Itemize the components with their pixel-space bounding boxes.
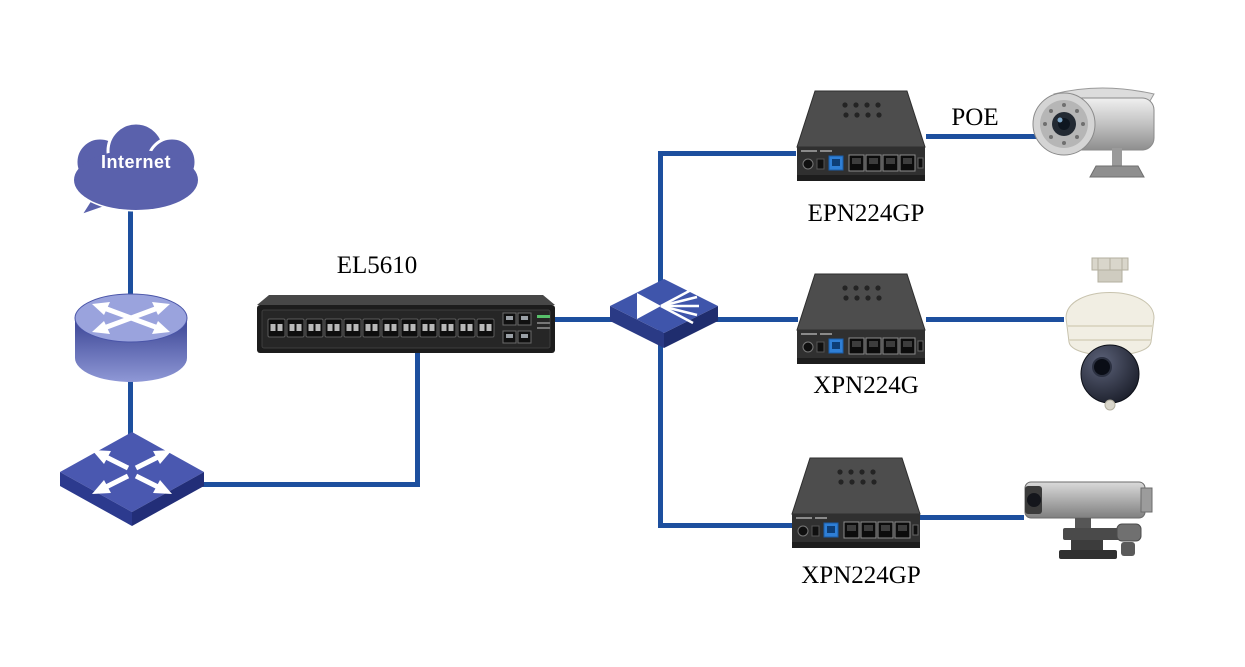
olt-node bbox=[255, 293, 557, 359]
lan-switch-node bbox=[58, 430, 206, 532]
connector-switch-olt-horizontal bbox=[193, 482, 420, 487]
connector-splitter-onu-middle bbox=[716, 317, 798, 322]
connector-onu-top-camera-poe bbox=[926, 134, 1036, 139]
connector-onu-middle-camera bbox=[926, 317, 1064, 322]
connector-router-switch bbox=[128, 378, 133, 436]
onu-middle-node bbox=[789, 266, 933, 378]
optical-splitter-node bbox=[607, 276, 721, 360]
poe-onu-box-icon bbox=[784, 450, 928, 562]
rack-olt-switch-icon bbox=[257, 295, 555, 353]
camera-bottom-node bbox=[1013, 472, 1165, 570]
onu-top-node bbox=[789, 83, 933, 195]
speed-dome-camera-icon bbox=[1065, 257, 1155, 411]
connector-splitter-onu-top bbox=[658, 151, 796, 156]
onu-top-label: EPN224GP bbox=[807, 200, 925, 227]
internet-label: Internet bbox=[100, 152, 171, 172]
onu-middle-label: XPN224G bbox=[813, 372, 919, 399]
camera-top-node bbox=[1026, 80, 1164, 198]
router-cylinder-icon bbox=[74, 293, 188, 382]
poe-onu-box-icon bbox=[789, 83, 933, 195]
poe-onu-box-icon bbox=[789, 266, 933, 378]
bullet-ir-camera-icon bbox=[1032, 87, 1155, 178]
poe-link-label: POE bbox=[951, 104, 999, 131]
connector-splitter-onu-bottom bbox=[658, 523, 792, 528]
lan-switch-diamond-icon bbox=[60, 432, 204, 526]
olt-label: EL5610 bbox=[336, 252, 418, 279]
connector-onu-bottom-camera bbox=[920, 515, 1024, 520]
onu-bottom-label: XPN224GP bbox=[801, 562, 921, 589]
cloud-icon bbox=[72, 121, 200, 219]
connector-internet-router bbox=[128, 210, 133, 298]
optical-splitter-icon bbox=[610, 279, 718, 348]
onu-bottom-node bbox=[784, 450, 928, 562]
box-ptz-camera-icon bbox=[1024, 481, 1153, 559]
connector-olt-splitter bbox=[552, 317, 614, 322]
connector-switch-olt-vertical bbox=[415, 352, 420, 487]
camera-middle-node bbox=[1056, 256, 1164, 418]
internet-cloud-node: Internet bbox=[62, 118, 210, 220]
router-node bbox=[70, 276, 192, 388]
